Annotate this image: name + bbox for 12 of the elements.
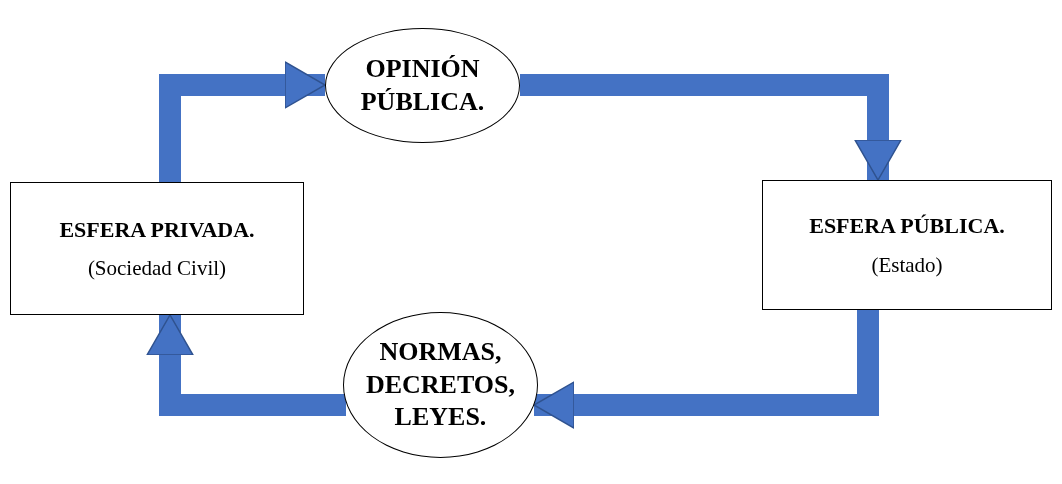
node-heading: OPINIÓN PÚBLICA.	[359, 53, 486, 118]
node-heading: NORMAS, DECRETOS, LEYES.	[364, 336, 517, 434]
text-box	[10, 182, 304, 315]
node-heading: ESFERA PÚBLICA.	[809, 212, 1005, 240]
node-subtitle: (Sociedad Civil)	[87, 255, 227, 282]
block-arrow	[159, 61, 326, 182]
node-subtitle: (Estado)	[871, 251, 943, 278]
block-arrow	[146, 314, 346, 416]
block-arrow	[533, 310, 879, 429]
block-arrow	[520, 74, 902, 181]
node-heading: ESFERA PRIVADA.	[59, 215, 255, 244]
text-box	[762, 180, 1052, 310]
